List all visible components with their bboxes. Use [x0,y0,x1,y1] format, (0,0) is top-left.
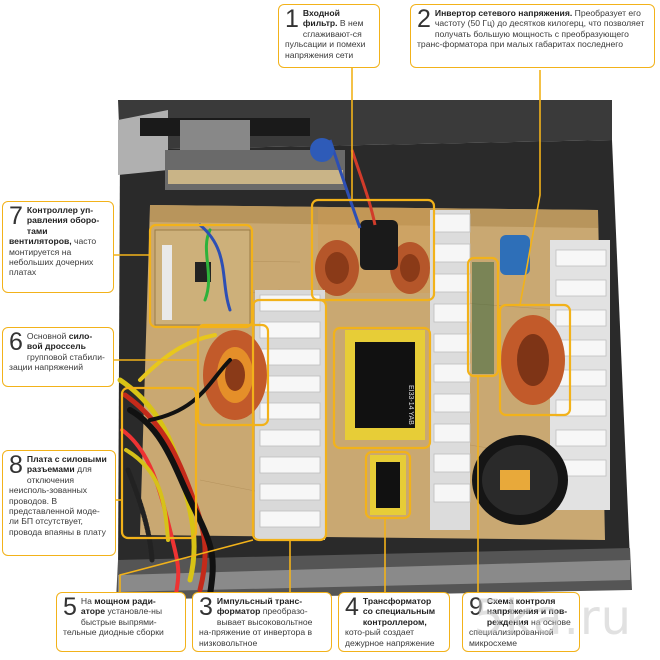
highlight-transformer [332,326,432,450]
input-filter-chokes [310,138,430,296]
fan-connector-board [165,120,345,190]
callout-title: Контроллер уп-равления оборо-тами вентил… [9,205,100,247]
control-chip-area [472,262,494,374]
callout-number: 4 [345,593,359,621]
callout-number: 5 [63,593,77,621]
callout-title: Импульсный транс-форматор [216,596,303,617]
heatsink-secondary [255,290,325,540]
callout-title: сило-вой дроссель [26,331,93,352]
callout-input-filter: 1 Входной фильтр. В нем сглаживают-ся пу… [278,4,380,68]
callout-heatsink: 5 На мощном ради-аторе установле-ны быст… [56,592,186,652]
callout-text: Преобразует его частоту (50 Гц) до десят… [417,8,645,50]
bulk-capacitor [472,435,568,525]
callout-title: Схема контроля напряжения и пов-реждения [486,596,568,627]
highlight-boxes [120,198,572,542]
highlight-choke [196,323,270,427]
callout-title: Трансформатор со специальным контроллеро… [362,596,436,627]
callout-number: 6 [9,328,23,356]
callout-title: Плата с силовыми разъемами [26,454,107,475]
highlight-control-circuit [466,256,500,378]
highlight-input-filter [310,198,436,302]
pulse-transformer: EI33-14 YAB [345,330,425,440]
callout-number: 7 [9,202,23,230]
callout-prefix: На [80,596,95,606]
inverter-choke [500,235,565,405]
callout-fan-controller: 7 Контроллер уп-равления оборо-тами вент… [2,201,114,293]
heatsink-primary [430,210,471,530]
highlight-standby [364,450,412,520]
standby-transformer [370,455,406,515]
callout-control-circuit: 9 Схема контроля напряжения и пов-режден… [462,592,580,652]
fan-controller-board [154,229,251,326]
group-stabilization-choke [203,330,267,420]
callout-number: 2 [417,5,431,33]
transformer-marking: EI33-14 YAB [407,385,414,425]
highlight-inverter [498,303,572,417]
leader-lines [114,68,541,595]
highlight-connectors [120,386,198,540]
callout-prefix: Основной [26,331,69,341]
callout-number: 8 [9,451,23,479]
callout-title: Входной фильтр. [302,8,340,29]
callout-text: В нем сглаживают-ся пульсации и помехи н… [285,18,366,60]
callout-text: часто монтируется на небольших дочерних … [9,236,97,278]
callout-text: преобразо-вывает высоковольтное на-пряже… [199,606,313,648]
callout-text: групповой стабили-зации напряжений [9,351,105,373]
callout-choke: 6 Основной сило-вой дроссель групповой с… [2,327,114,387]
cable-bundle [117,223,232,602]
callout-text: на основе специализированной микросхеме [469,616,571,648]
callout-standby-transformer: 4 Трансформатор со специальным контролле… [338,592,450,652]
callout-text: для отключения неисполь-зованных проводо… [9,464,106,537]
callout-title: мощном ради-аторе [80,596,156,617]
callout-number: 3 [199,593,213,621]
callout-number: 1 [285,5,299,33]
callout-inverter: 2 Инвертор сетевого напряжения. Преобраз… [410,4,655,68]
callout-title: Инвертор сетевого напряжения. [434,8,573,18]
callout-power-connectors: 8 Плата с силовыми разъемами для отключе… [2,450,116,556]
callout-number: 9 [469,593,483,621]
callout-text: кото-рый создает дежурное напряжение [345,627,435,648]
watermark: 5ka.ru [473,590,632,646]
callout-pulse-transformer: 3 Импульсный транс-форматор преобразо-вы… [192,592,332,652]
callout-text: установле-ны быстрые выпрями-тельные дио… [63,606,164,638]
